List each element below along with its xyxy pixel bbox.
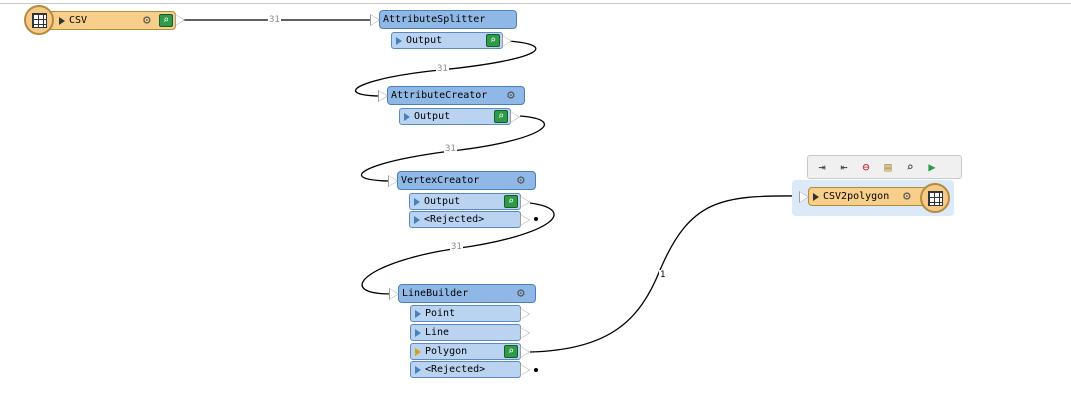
inspect-icon[interactable]: ⌕ <box>486 34 500 47</box>
reader-csv[interactable]: CSV ⚙ ⌕ <box>44 11 185 30</box>
transformer-name: AttributeCreator <box>391 90 488 101</box>
port-arrow-icon <box>396 36 402 45</box>
input-port-arrow-icon[interactable] <box>388 175 398 187</box>
connection-count-label: 31 <box>444 144 457 154</box>
expand-arrow-icon[interactable] <box>813 192 819 201</box>
reader-name: CSV <box>69 15 88 26</box>
output-port-arrow-icon[interactable] <box>520 364 530 376</box>
output-port-arrow-icon[interactable] <box>502 35 512 47</box>
port-label: Point <box>425 308 456 319</box>
transformer-vertex-creator[interactable]: VertexCreator ⚙ <box>388 171 536 190</box>
table-icon <box>31 12 47 28</box>
port-arrow-icon <box>415 347 421 356</box>
add-writer-icon[interactable]: ⇤ <box>840 160 848 174</box>
port-end-dot <box>534 368 538 372</box>
input-port-arrow-icon[interactable] <box>389 288 399 300</box>
connection-creator-vertex <box>361 115 545 182</box>
gear-icon[interactable]: ⚙ <box>143 13 151 28</box>
port-arrow-icon <box>415 365 421 374</box>
output-port-arrow-icon[interactable] <box>175 14 185 26</box>
connection-count-label: 31 <box>268 15 281 25</box>
port-rejected[interactable]: <Rejected> <box>410 361 530 378</box>
transformer-attribute-splitter[interactable]: AttributeSplitter <box>370 10 517 29</box>
remove-writer-icon[interactable]: ⊖ <box>862 160 870 174</box>
port-label: Output <box>406 35 443 46</box>
gear-icon[interactable]: ⚙ <box>507 88 515 103</box>
feature-types-icon[interactable]: ▤ <box>884 160 892 174</box>
add-reader-icon[interactable]: ⇥ <box>818 160 826 174</box>
inspect-icon[interactable]: ⌕ <box>504 345 518 358</box>
port-arrow-icon <box>414 197 420 206</box>
port-arrow-icon <box>415 309 421 318</box>
inspect-icon[interactable]: ⌕ <box>906 160 914 174</box>
output-port-arrow-icon[interactable] <box>520 214 530 226</box>
canvas-top-border <box>0 3 1071 4</box>
port-label: <Rejected> <box>425 364 486 375</box>
connection-count-label: 31 <box>450 242 463 252</box>
port-label: Line <box>425 327 450 338</box>
port-point[interactable]: Point <box>410 305 530 322</box>
table-icon <box>927 190 943 206</box>
port-label: Output <box>424 196 461 207</box>
transformer-line-builder[interactable]: LineBuilder ⚙ <box>389 284 536 303</box>
output-port-arrow-icon[interactable] <box>520 308 530 320</box>
port-output[interactable]: Output ⌕ <box>409 193 530 210</box>
writer-name: CSV2polygon <box>823 191 890 202</box>
expand-arrow-icon[interactable] <box>59 16 65 25</box>
transformer-name: AttributeSplitter <box>383 14 486 25</box>
input-port-arrow-icon[interactable] <box>378 90 388 102</box>
port-label: Polygon <box>425 346 468 357</box>
port-polygon[interactable]: Polygon ⌕ <box>410 343 530 360</box>
port-output[interactable]: Output ⌕ <box>391 32 512 49</box>
input-port-arrow-icon[interactable] <box>370 14 380 26</box>
transformer-name: LineBuilder <box>402 288 469 299</box>
transformer-name: VertexCreator <box>401 175 480 186</box>
output-port-arrow-icon[interactable] <box>520 327 530 339</box>
port-line[interactable]: Line <box>410 324 530 341</box>
port-arrow-icon <box>404 112 410 121</box>
port-rejected[interactable]: <Rejected> <box>409 211 530 228</box>
input-port-arrow-icon[interactable] <box>799 191 809 203</box>
port-label: Output <box>414 111 451 122</box>
transformer-attribute-creator[interactable]: AttributeCreator ⚙ <box>378 86 525 105</box>
inspect-icon[interactable]: ⌕ <box>494 110 508 123</box>
inspect-icon[interactable]: ⌕ <box>159 14 173 27</box>
connection-count-label: 31 <box>436 64 449 74</box>
output-port-arrow-icon[interactable] <box>520 346 530 358</box>
output-port-arrow-icon[interactable] <box>520 196 530 208</box>
output-port-arrow-icon[interactable] <box>510 111 520 123</box>
writer-csv2polygon[interactable]: CSV2polygon ⚙ <box>799 187 936 206</box>
port-arrow-icon <box>415 328 421 337</box>
gear-icon[interactable]: ⚙ <box>517 173 525 188</box>
run-to-icon[interactable]: ▶ <box>928 160 936 174</box>
port-output[interactable]: Output ⌕ <box>399 108 520 125</box>
connection-count-label: 1 <box>659 270 667 280</box>
port-arrow-icon <box>414 215 420 224</box>
port-end-dot <box>534 217 538 221</box>
gear-icon[interactable]: ⚙ <box>903 189 911 204</box>
port-label: <Rejected> <box>424 214 485 225</box>
gear-icon[interactable]: ⚙ <box>517 286 525 301</box>
writer-toolbar: ⇥ ⇤ ⊖ ▤ ⌕ ▶ <box>807 155 962 179</box>
writer-format-icon <box>920 183 950 213</box>
inspect-icon[interactable]: ⌕ <box>504 195 518 208</box>
reader-format-icon <box>24 5 54 35</box>
